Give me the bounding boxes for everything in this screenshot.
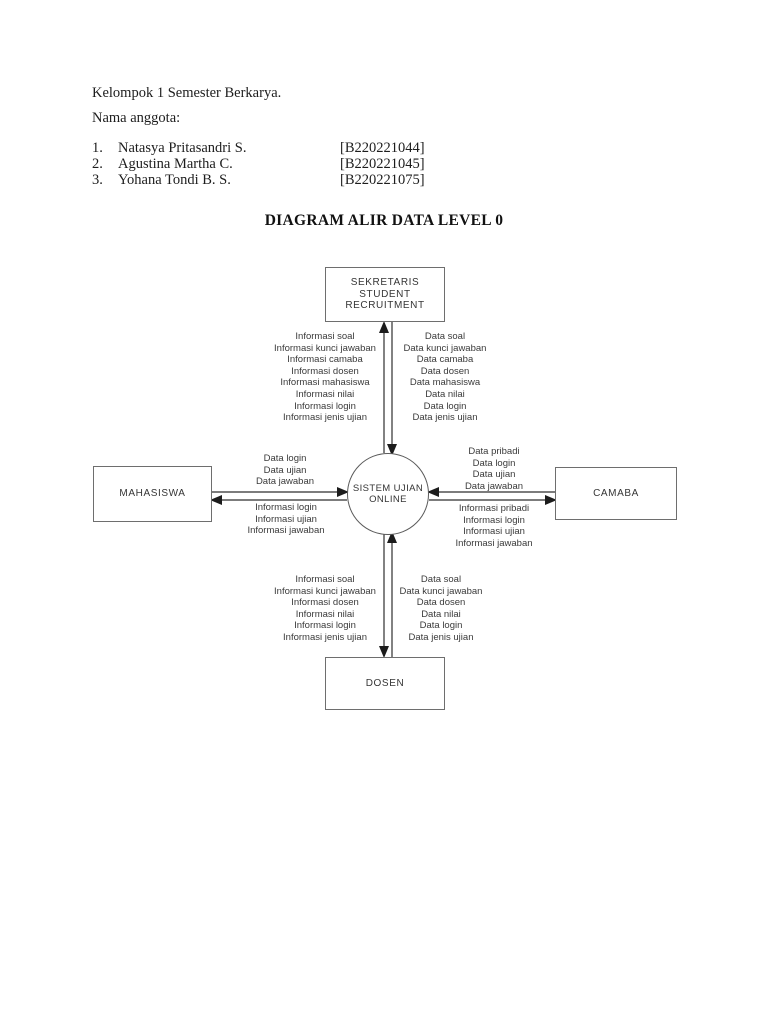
member-number: 2. xyxy=(92,156,103,172)
member-number: 3. xyxy=(92,172,103,188)
member-row: 3. Yohana Tondi B. S. [B220221075] xyxy=(92,172,425,188)
entity-mahasiswa: MAHASISWA xyxy=(93,466,212,522)
member-number: 1. xyxy=(92,140,103,156)
member-row: 2. Agustina Martha C. [B220221045] xyxy=(92,156,425,172)
flow-label-right-informasi: Informasi pribadi Informasi login Inform… xyxy=(455,503,533,549)
entity-camaba: CAMABA xyxy=(555,467,677,520)
doc-header-line: Kelompok 1 Semester Berkarya. xyxy=(92,85,282,101)
flow-label-top-data: Data soal Data kunci jawaban Data camaba… xyxy=(403,331,487,424)
doc-subheader: Nama anggota: xyxy=(92,110,181,126)
arrowhead-left-into-mahasiswa-icon xyxy=(210,495,222,505)
member-id: [B220221044] xyxy=(340,140,425,156)
process-sistem-ujian-online: SISTEM UJIAN ONLINE xyxy=(347,453,429,535)
arrowhead-right-into-camaba-icon xyxy=(545,495,557,505)
entity-dosen: DOSEN xyxy=(325,657,445,710)
member-row: 1. Natasya Pritasandri S. [B220221044] xyxy=(92,140,425,156)
member-name: Agustina Martha C. xyxy=(118,156,233,172)
member-id: [B220221075] xyxy=(340,172,425,188)
entity-sekretaris-student-recruitment: SEKRETARIS STUDENT RECRUITMENT xyxy=(325,267,445,322)
flow-label-right-data: Data pribadi Data login Data ujian Data … xyxy=(464,446,524,492)
flow-label-left-informasi: Informasi login Informasi ujian Informas… xyxy=(247,502,325,537)
member-list: 1. Natasya Pritasandri S. [B220221044] 2. A… xyxy=(92,140,425,188)
flow-label-bottom-informasi: Informasi soal Informasi kunci jawaban I… xyxy=(274,574,376,643)
arrowhead-right-into-system-icon xyxy=(337,487,349,497)
doc-title: DIAGRAM ALIR DATA LEVEL 0 xyxy=(264,212,504,229)
arrowhead-up-into-sekretaris-icon xyxy=(379,321,389,333)
member-name: Natasya Pritasandri S. xyxy=(118,140,247,156)
flow-label-bottom-data: Data soal Data kunci jawaban Data dosen … xyxy=(399,574,483,643)
arrowhead-down-into-dosen-icon xyxy=(379,646,389,658)
flow-label-top-informasi: Informasi soal Informasi kunci jawaban I… xyxy=(274,331,376,424)
arrowhead-up-into-system-icon xyxy=(387,531,397,543)
member-id: [B220221045] xyxy=(340,156,425,172)
arrowhead-down-into-system-icon xyxy=(387,444,397,456)
flow-label-left-data: Data login Data ujian Data jawaban xyxy=(255,453,315,488)
member-name: Yohana Tondi B. S. xyxy=(118,172,231,188)
arrowhead-left-into-system-icon xyxy=(427,487,439,497)
